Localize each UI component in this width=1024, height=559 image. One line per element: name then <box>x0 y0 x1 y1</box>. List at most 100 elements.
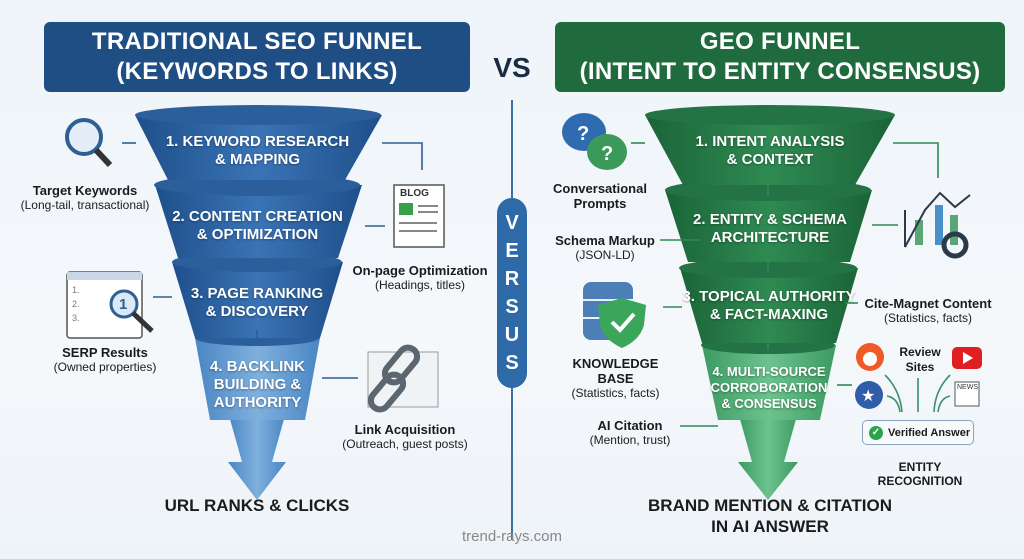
network-chart-gear-icon <box>904 191 971 259</box>
link-acquisition-label: Link Acquisition(Outreach, guest posts) <box>330 422 480 452</box>
stage-text: 2. CONTENT CREATION <box>172 208 343 225</box>
label-title: Schema Markup <box>555 233 655 248</box>
seo-funnel-header: TRADITIONAL SEO FUNNEL (KEYWORDS TO LINK… <box>44 22 470 92</box>
label-sub: (JSON-LD) <box>575 248 635 262</box>
versus-letter: E <box>505 240 519 262</box>
seo-stage-3: 3. PAGE RANKING& DISCOVERY <box>172 282 342 324</box>
stage-text: 3. TOPICAL AUTHORITY <box>682 288 856 305</box>
vs-label: VS <box>493 52 531 83</box>
svg-text:★: ★ <box>861 386 875 405</box>
star-badge-icon: ★ <box>855 381 883 409</box>
verified-answer-badge: ✓ Verified Answer <box>862 420 974 445</box>
cite-magnet-label: Cite-Magnet Content(Statistics, facts) <box>858 296 998 326</box>
ai-citation-label: AI Citation(Mention, trust) <box>585 418 675 448</box>
on-page-optimization-label: On-page Optimization(Headings, titles) <box>345 263 495 293</box>
geo-funnel <box>645 105 895 500</box>
stage-text: 4. BACKLINK <box>209 358 305 375</box>
stage-text: BUILDING & <box>213 376 302 393</box>
versus-letter: S <box>505 352 519 374</box>
stage-text: 1. KEYWORD RESEARCH <box>165 133 350 150</box>
label-title: Review <box>899 345 941 359</box>
label-title: AI Citation <box>597 418 663 433</box>
connector-arrows <box>122 142 423 379</box>
news-icon <box>954 381 980 407</box>
label-sub: (Statistics, facts) <box>571 386 660 400</box>
youtube-icon <box>952 347 982 369</box>
svg-text:?: ? <box>577 123 589 145</box>
geo-segment-3 <box>680 268 858 343</box>
stage-text: & CONTEXT <box>726 151 814 168</box>
label-title: Sites <box>905 360 935 374</box>
versus-letter: R <box>504 268 520 290</box>
serp-list: 1.2.3. <box>72 283 80 325</box>
label-sub: (Statistics, facts) <box>883 311 972 325</box>
verified-answer-text: Verified Answer <box>888 426 971 439</box>
label-sub: (Mention, trust) <box>589 433 671 447</box>
footer-watermark: trend-rays.com <box>461 528 563 545</box>
serp-item: 1. <box>72 285 80 295</box>
geo-outcome: BRAND MENTION & CITATION IN AI ANSWER <box>630 495 910 537</box>
serp-item: 2. <box>72 299 80 309</box>
stage-text: 1. INTENT ANALYSIS <box>695 133 845 150</box>
label-sub: (Long-tail, transactional) <box>20 198 150 212</box>
versus-letter: V <box>505 212 519 234</box>
seo-title-line1: TRADITIONAL SEO FUNNEL <box>91 28 423 55</box>
chat-question-icon: ?? <box>562 113 627 170</box>
source-lines <box>884 374 951 413</box>
geo-funnel-arrow <box>738 412 798 500</box>
serp-results-label: SERP Results(Owned properties) <box>30 345 180 375</box>
geo-stage-3: 3. TOPICAL AUTHORITY& FACT-MAXING <box>675 285 863 327</box>
label-sub: (Outreach, guest posts) <box>342 437 468 451</box>
label-title: Target Keywords <box>32 183 138 198</box>
schema-markup-label: Schema Markup(JSON-LD) <box>550 233 660 263</box>
stage-text: & DISCOVERY <box>205 303 309 320</box>
label-title: KNOWLEDGE BASE <box>572 356 659 386</box>
outcome-line: IN AI ANSWER <box>711 517 829 536</box>
label-sub: (Owned properties) <box>53 360 157 374</box>
versus-letter: S <box>505 296 519 318</box>
reddit-icon <box>856 343 884 371</box>
entity-recognition-label: ENTITY RECOGNITION <box>877 460 963 488</box>
stage-text: & MAPPING <box>214 151 300 168</box>
seo-stage-1: 1. KEYWORD RESEARCH& MAPPING <box>150 130 365 172</box>
seo-segment-2 <box>155 185 362 258</box>
seo-segment-3 <box>172 262 343 338</box>
stage-text: 4. MULTI-SOURCE <box>712 364 826 379</box>
stage-text: AUTHORITY <box>213 394 302 411</box>
blog-document-icon <box>393 184 445 248</box>
geo-stage-1: 1. INTENT ANALYSIS& CONTEXT <box>660 130 880 172</box>
database-shield-icon <box>583 282 646 348</box>
stage-text: & FACT-MAXING <box>709 306 829 323</box>
target-keywords-label: Target Keywords(Long-tail, transactional… <box>10 183 160 213</box>
label-sub: (Headings, titles) <box>374 278 466 292</box>
seo-stage-2: 2. CONTENT CREATION& OPTIMIZATION <box>160 205 355 247</box>
seo-outcome: URL RANKS & CLICKS <box>164 496 350 515</box>
stage-text: 3. PAGE RANKING <box>190 285 324 302</box>
geo-funnel-header: GEO FUNNEL (INTENT TO ENTITY CONSENSUS) <box>555 22 1005 92</box>
serp-window-icon <box>66 271 154 339</box>
chain-link-icon <box>367 344 439 413</box>
geo-title-line2: (INTENT TO ENTITY CONSENSUS) <box>579 58 981 85</box>
label-title: Cite-Magnet Content <box>864 296 992 311</box>
outcome-line: BRAND MENTION & CITATION <box>648 496 892 515</box>
svg-text:?: ? <box>601 143 613 165</box>
geo-title-line1: GEO FUNNEL <box>699 28 861 55</box>
label-title: SERP Results <box>62 345 148 360</box>
magnifier-icon <box>65 118 113 168</box>
versus-letter: U <box>504 324 520 346</box>
seo-funnel-arrow <box>228 412 286 500</box>
label-title: On-page Optimization <box>352 263 488 278</box>
stage-text: & CONSENSUS <box>721 396 817 411</box>
stage-text: CORROBORATION <box>710 380 828 395</box>
stage-text: 2. ENTITY & SCHEMA <box>693 211 847 228</box>
news-label: NEWS <box>957 384 978 391</box>
geo-segment-1 <box>645 115 895 185</box>
check-circle-icon: ✓ <box>869 425 883 440</box>
seo-segment-1 <box>135 115 382 180</box>
